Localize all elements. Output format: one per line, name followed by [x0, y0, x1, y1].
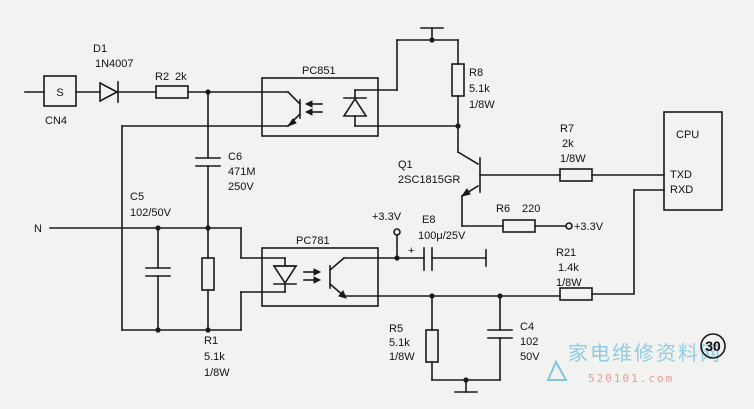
capacitor-e8: +3.3V + E8 100μ/25V [372, 211, 487, 271]
resistor-r7: R7 2k 1/8W [559, 123, 665, 182]
resistor-r6-value: 220 [522, 203, 540, 215]
supply-label-r6: +3.3V [574, 221, 604, 233]
resistor-r7-value: 2k [562, 138, 574, 150]
resistor-r7-power: 1/8W [560, 153, 586, 165]
cpu-pin-rxd: RXD [670, 184, 693, 196]
supply-label-e8: +3.3V [372, 211, 402, 223]
diode-d1-ref: D1 [93, 43, 107, 55]
ground-symbol-bottom [454, 377, 478, 393]
cpu-title: CPU [676, 129, 699, 141]
watermark-text: 家电维修资料网 [568, 341, 722, 365]
connector-cn4: S CN4 [43, 75, 77, 127]
connector-name: CN4 [45, 115, 67, 127]
resistor-r21-ref: R21 [556, 247, 576, 259]
capacitor-c4: C4 102 50V [487, 295, 540, 381]
transistor-q1-ref: Q1 [398, 159, 413, 171]
optocoupler-pc781-ref: PC781 [296, 235, 330, 247]
resistor-r8-power: 1/8W [469, 99, 495, 111]
optocoupler-pc851: PC851 [261, 65, 379, 137]
resistor-r5-ref: R5 [389, 323, 403, 335]
resistor-r2-ref: R2 [155, 71, 169, 83]
diode-d1-part: 1N4007 [95, 58, 134, 70]
capacitor-c4-value: 102 [520, 336, 538, 348]
resistor-r6-ref: R6 [496, 203, 510, 215]
ground-symbol-top [420, 27, 444, 43]
resistor-r7-ref: R7 [560, 123, 574, 135]
resistor-r2-value: 2k [175, 71, 187, 83]
diode-d1: D1 1N4007 [93, 43, 134, 103]
capacitor-c6-voltage: 250V [228, 181, 254, 193]
capacitor-c5-ref: C5 [130, 191, 144, 203]
resistor-r21-value: 1.4k [558, 262, 579, 274]
watermark-logo-icon [546, 359, 568, 381]
optocoupler-pc851-ref: PC851 [302, 65, 336, 77]
capacitor-e8-polarity: + [408, 245, 414, 257]
capacitor-c5: C5 102/50V [130, 191, 172, 331]
transistor-q1: Q1 2SC1815GR [398, 150, 561, 227]
optocoupler-pc781: PC781 [261, 235, 379, 307]
page-number: 30 [705, 338, 721, 354]
connector-box-label: S [56, 87, 63, 99]
resistor-r5: R5 5.1k 1/8W [389, 295, 439, 381]
resistor-r8: R8 5.1k 1/8W [451, 39, 495, 153]
capacitor-e8-ref: E8 [422, 214, 435, 226]
resistor-r1-ref: R1 [204, 335, 218, 347]
cpu-pin-txd: TXD [670, 169, 692, 181]
page-number-badge: 30 [700, 333, 726, 359]
resistor-r6: R6 220 +3.3V [461, 203, 604, 233]
resistor-r1: R1 5.1k 1/8W [201, 257, 230, 379]
resistor-r8-ref: R8 [469, 67, 483, 79]
capacitor-c4-ref: C4 [520, 321, 534, 333]
cpu-block: CPU TXD RXD [663, 111, 723, 211]
resistor-r5-power: 1/8W [389, 351, 415, 363]
transistor-q1-part: 2SC1815GR [398, 174, 460, 186]
watermark: 家电维修资料网 520101.com [546, 341, 722, 385]
resistor-r21-power: 1/8W [556, 277, 582, 289]
resistor-r21: R21 1.4k 1/8W [556, 247, 635, 301]
capacitor-c6: C6 471M 250V [195, 151, 256, 193]
resistor-r1-power: 1/8W [204, 367, 230, 379]
line-label-n: N [34, 223, 42, 235]
capacitor-c6-ref: C6 [228, 151, 242, 163]
resistor-r8-value: 5.1k [469, 83, 490, 95]
resistor-r2: R2 2k [155, 71, 189, 99]
capacitor-e8-value: 100μ/25V [418, 230, 466, 242]
watermark-url: 520101.com [588, 372, 674, 385]
resistor-r5-value: 5.1k [389, 337, 410, 349]
capacitor-c6-value: 471M [228, 166, 256, 178]
capacitor-c5-value: 102/50V [130, 207, 172, 219]
capacitor-c4-voltage: 50V [520, 351, 540, 363]
resistor-r1-value: 5.1k [204, 351, 225, 363]
